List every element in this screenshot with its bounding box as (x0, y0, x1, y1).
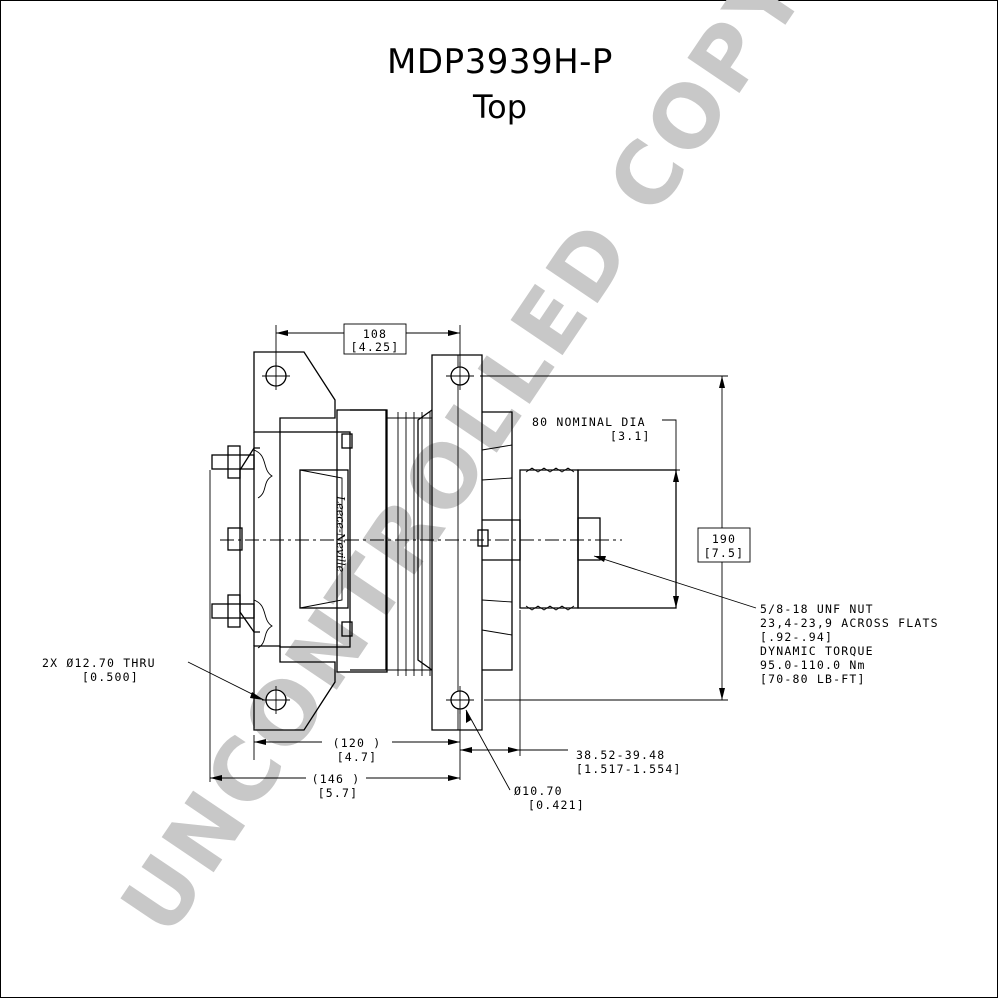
dimension-lines (187, 325, 757, 791)
drawing-title: MDP3939H-P (387, 42, 613, 82)
nut-spec-line1: 5/8-18 UNF NUT (760, 602, 874, 616)
arrowheads (210, 330, 725, 781)
dim-108-box (343, 323, 407, 355)
offset-value: 38.52-39.48 (576, 748, 665, 762)
nut-spec-line5: 95.0-110.0 Nm (760, 658, 866, 672)
hole-small-alt: [0.421] (528, 798, 585, 812)
dim-108-value: 108 (363, 327, 387, 341)
dim-190-box (697, 527, 751, 563)
dim-146-value: (146 ) (312, 772, 361, 786)
dim-120-value: (120 ) (333, 736, 382, 750)
brand-logo: Leece-Neville (334, 495, 347, 573)
offset-alt: [1.517-1.554] (576, 762, 682, 776)
nut-spec-line2: 23,4-23,9 ACROSS FLATS (760, 616, 939, 630)
dim-146-alt: [5.7] (318, 786, 359, 800)
dim-80-alt: [3.1] (610, 429, 651, 443)
nut-spec-line6: [70-80 LB-FT] (760, 672, 866, 686)
dim-190-value: 190 (712, 532, 736, 546)
dim-190-alt: [7.5] (704, 546, 745, 560)
hole-2x-value: 2X Ø12.70 THRU (42, 656, 156, 670)
dim-120-alt: [4.7] (337, 750, 378, 764)
dimension-labels: 108 [4.25] 80 NOMINAL DIA [3.1] 190 [7.5… (42, 327, 939, 812)
dim-80-value: 80 NOMINAL DIA (532, 415, 646, 429)
nut-spec-line4: DYNAMIC TORQUE (760, 644, 874, 658)
alternator-body: Leece-Neville (211, 351, 677, 731)
nut-spec-line3: [.92-.94] (760, 630, 833, 644)
watermark: UNCONTROLLED COPY (103, 0, 827, 952)
dim-108-alt: [4.25] (351, 340, 400, 354)
view-label: Top (473, 88, 527, 126)
hole-small-value: Ø10.70 (514, 784, 563, 798)
hole-2x-alt: [0.500] (82, 670, 139, 684)
